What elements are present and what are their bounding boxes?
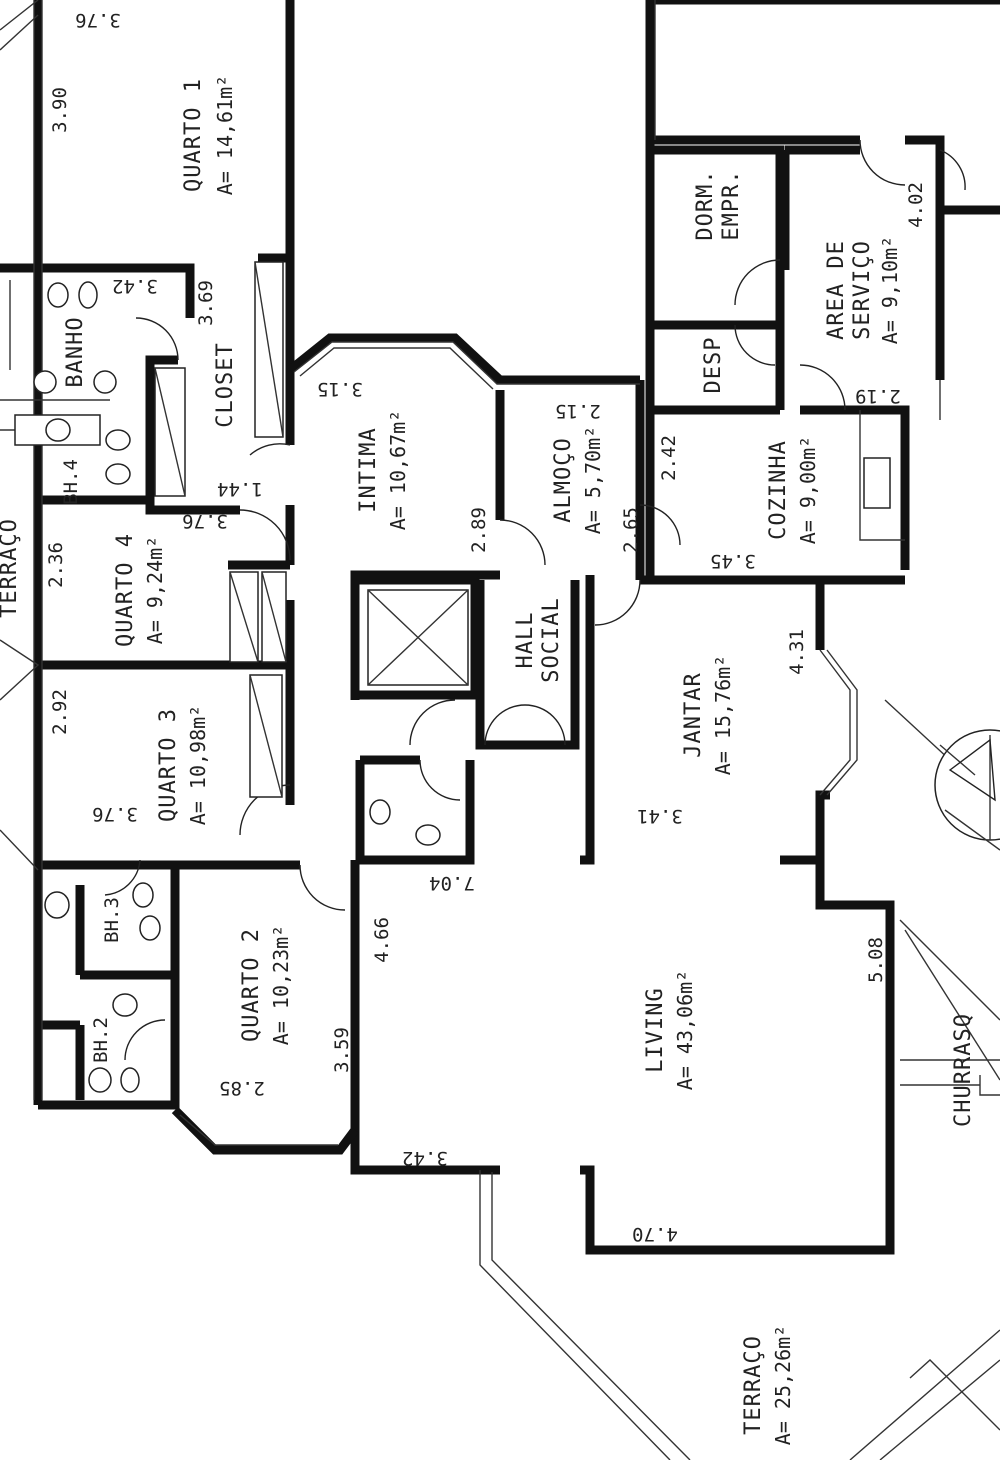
label-bh3: BH.3 — [101, 897, 123, 943]
area-almoco: A= 5,70m² — [581, 426, 605, 534]
dim-376-top: 3.76 — [75, 9, 121, 31]
dim-242: 2.42 — [658, 435, 680, 481]
label-cozinha: COZINHA — [766, 440, 791, 540]
dim-508: 5.08 — [865, 937, 887, 983]
label-bh4: BH.4 — [60, 459, 82, 505]
label-dorm-empr-1: DORM. — [693, 169, 718, 240]
dim-341: 3.41 — [637, 805, 683, 827]
sink-icon — [93, 370, 117, 394]
label-living: LIVING — [643, 987, 668, 1072]
dim-390: 3.90 — [49, 87, 71, 133]
label-desp: DESP — [701, 337, 726, 394]
label-quarto4: QUARTO 4 — [113, 533, 138, 647]
label-churrasq: CHURRASQ — [951, 1013, 976, 1127]
area-jantar: A= 15,76m² — [711, 655, 735, 775]
label-terraco: TERRAÇO — [741, 1335, 766, 1435]
area-quarto3: A= 10,98m² — [186, 705, 210, 825]
kitchen-sink-icon — [863, 457, 891, 509]
toilet-icon — [88, 1067, 112, 1093]
area-terraco: A= 25,26m² — [771, 1325, 795, 1445]
label-quarto2: QUARTO 2 — [239, 928, 264, 1042]
label-bh2: BH.2 — [90, 1017, 112, 1063]
label-jantar: JANTAR — [681, 672, 706, 757]
dimension-labels: 3.76 3.90 3.42 3.69 1.44 3.76 2.36 2.92 … — [45, 9, 927, 1245]
dim-219: 2.19 — [855, 385, 901, 407]
dim-215-almoco: 2.15 — [555, 400, 601, 422]
area-quarto2: A= 10,23m² — [269, 925, 293, 1045]
label-hall-social-2: SOCIAL — [539, 597, 564, 682]
dim-285: 2.85 — [219, 1077, 265, 1099]
area-cozinha: A= 9,00m² — [796, 436, 820, 544]
dim-376-q3: 3.76 — [92, 803, 138, 825]
toilet-icon — [120, 1067, 140, 1093]
sink-icon — [45, 418, 71, 442]
toilet-icon — [139, 915, 161, 941]
dim-315-intima: 3.15 — [317, 378, 363, 400]
sink-icon — [47, 282, 69, 308]
sink-icon — [369, 799, 391, 825]
label-quarto3: QUARTO 3 — [156, 708, 181, 822]
toilet-icon — [105, 429, 131, 451]
area-area-servico: A= 9,10m² — [878, 236, 902, 344]
dim-292: 2.92 — [49, 689, 71, 735]
label-intima: INTIMA — [356, 427, 381, 512]
area-living: A= 43,06m² — [673, 970, 697, 1090]
dim-402: 4.02 — [905, 182, 927, 228]
dim-265: 2.65 — [620, 507, 642, 553]
dim-144: 1.44 — [217, 478, 263, 500]
dim-342-living: 3.42 — [402, 1147, 448, 1169]
dim-369: 3.69 — [195, 280, 217, 326]
dim-236: 2.36 — [45, 542, 67, 588]
area-quarto1: A= 14,61m² — [213, 75, 237, 195]
sink-icon — [112, 993, 138, 1017]
label-dorm-empr-2: EMPR. — [719, 169, 744, 240]
dim-431: 4.31 — [786, 629, 808, 675]
dim-359: 3.59 — [331, 1027, 353, 1073]
area-quarto4: A= 9,24m² — [143, 536, 167, 644]
toilet-icon — [415, 824, 441, 846]
label-area-servico-2: SERVIÇO — [850, 240, 875, 340]
dim-704: 7.04 — [429, 872, 475, 894]
dim-470: 4.70 — [632, 1223, 678, 1245]
label-hall-social-1: HALL — [513, 612, 538, 669]
label-almoco: ALMOÇO — [551, 437, 576, 522]
fixtures — [14, 261, 1000, 1093]
room-labels: QUARTO 1 A= 14,61m² BANHO CLOSET QUARTO … — [0, 75, 976, 1445]
label-quarto1: QUARTO 1 — [181, 78, 206, 192]
toilet-icon — [132, 882, 154, 908]
label-closet: CLOSET — [213, 342, 238, 427]
toilet-icon — [105, 463, 131, 485]
dim-376-q4: 3.76 — [182, 510, 228, 532]
label-area-servico-1: AREA DE — [824, 240, 849, 340]
dim-289: 2.89 — [468, 507, 490, 553]
sink-icon — [33, 370, 57, 394]
dim-345-cozinha: 3.45 — [710, 550, 756, 572]
area-intima: A= 10,67m² — [386, 410, 410, 530]
label-banho: BANHO — [63, 316, 88, 387]
label-terraco-left: TERRAÇO — [0, 518, 22, 618]
dim-342-banho: 3.42 — [112, 275, 158, 297]
walls — [0, 0, 1000, 1255]
doors — [104, 139, 966, 1061]
toilet-icon — [78, 281, 98, 309]
dim-466: 4.66 — [371, 917, 393, 963]
sink-icon — [44, 891, 70, 919]
